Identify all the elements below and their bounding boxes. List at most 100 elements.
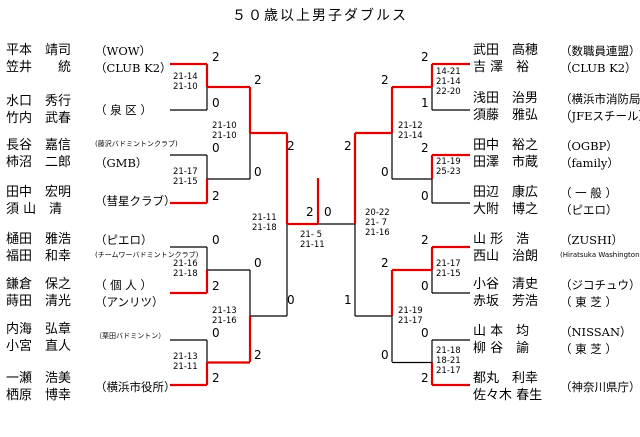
- player-name: 田澤 市蔵: [473, 155, 539, 170]
- match-points: 0: [421, 326, 429, 340]
- match-points: 2: [254, 73, 262, 87]
- game-score: 21-13: [212, 306, 237, 316]
- club-name: （NISSAN）: [560, 325, 632, 339]
- player-name: 須藤 雅弘: [473, 108, 539, 123]
- player-name: 樋田 雅浩: [6, 232, 72, 247]
- club-name: （JFEスチール）: [560, 109, 640, 123]
- game-score: 21-18: [436, 346, 461, 356]
- player-name: 蒔田 清光: [6, 294, 72, 309]
- game-score: 21-11: [173, 362, 198, 372]
- game-score: 21-13: [173, 352, 198, 362]
- player-name: 水口 秀行: [6, 94, 72, 109]
- player-name: 浅田 治男: [473, 91, 539, 106]
- game-score: 21-14: [436, 77, 461, 87]
- game-score: 22-20: [436, 87, 461, 97]
- player-name: 山 形 浩: [473, 232, 530, 247]
- match-points: 0: [381, 165, 389, 179]
- club-name: (藤沢バドミントンクラブ): [95, 140, 178, 148]
- match-points: 2: [254, 348, 262, 362]
- player-name: 内海 弘章: [6, 322, 72, 337]
- club-name: （ 泉 区 ）: [95, 103, 152, 117]
- match-points: 0: [212, 326, 220, 340]
- match-points: 0: [254, 165, 262, 179]
- game-score: 21-14: [398, 131, 423, 141]
- player-name: 佐々木 春生: [473, 388, 543, 403]
- club-name: （彗星クラブ）: [95, 194, 176, 208]
- match-points: 2: [381, 73, 389, 87]
- match-points: 0: [324, 205, 332, 219]
- club-name: （GMB）: [95, 156, 148, 170]
- club-name: （CLUB K2）: [95, 61, 172, 75]
- game-score: 21-10: [173, 82, 198, 92]
- player-name: 一瀬 浩美: [6, 371, 72, 386]
- game-score: 21-17: [398, 316, 423, 326]
- game-score: 21-17: [173, 167, 198, 177]
- game-score: 21-12: [398, 121, 423, 131]
- match-points: 2: [344, 139, 352, 153]
- club-name: （アンリツ）: [95, 295, 164, 309]
- club-name: （ピエロ）: [560, 203, 618, 217]
- club-name: （横浜市消防局）: [560, 92, 640, 106]
- match-points: 0: [212, 141, 220, 155]
- player-name: 長谷 嘉信: [6, 138, 72, 153]
- player-name: 田中 宏明: [6, 185, 72, 200]
- player-name: 鎌倉 保之: [6, 277, 72, 292]
- game-score: 21- 7: [365, 218, 387, 228]
- page-title: ５０歳以上男子ダブルス: [232, 8, 408, 24]
- game-score: 14-21: [436, 67, 461, 77]
- game-score: 21-15: [173, 177, 198, 187]
- player-name: 田辺 康広: [473, 185, 539, 200]
- game-score: 21-18: [252, 223, 277, 233]
- game-score: 21-16: [212, 316, 237, 326]
- match-points: 2: [421, 233, 429, 247]
- game-score: 21-17: [436, 366, 461, 376]
- club-name: （CLUB K2）: [560, 61, 637, 75]
- club-name: （WOW）: [95, 44, 152, 58]
- game-score: 21-10: [212, 131, 237, 141]
- match-points: 2: [306, 205, 314, 219]
- game-score: 20-22: [365, 208, 390, 218]
- club-name: （OGBP）: [560, 139, 618, 153]
- game-score: 21-14: [173, 72, 198, 82]
- match-points: 2: [287, 139, 295, 153]
- club-name: （神奈川県庁）: [560, 380, 640, 394]
- club-name: （ 東 芝 ）: [560, 295, 617, 309]
- game-score: 21-10: [212, 121, 237, 131]
- game-score: 21-11: [300, 240, 325, 250]
- match-points: 2: [381, 256, 389, 270]
- player-name: 都丸 利幸: [473, 371, 539, 386]
- club-name: (Hiratsuka Washington): [560, 251, 640, 259]
- club-name: （family）: [560, 156, 619, 170]
- player-name: 福田 和幸: [6, 249, 72, 264]
- club-name: （ 東 芝 ）: [560, 342, 617, 356]
- match-points: 0: [212, 96, 220, 110]
- club-name: （ZUSHI）: [560, 233, 624, 247]
- game-score: 21-17: [436, 259, 461, 269]
- match-points: 2: [212, 371, 220, 385]
- player-name: 笠井 統: [6, 60, 72, 75]
- game-score: 21- 5: [300, 230, 322, 240]
- player-name: 田中 裕之: [473, 138, 539, 153]
- match-points: 2: [212, 50, 220, 64]
- player-name: 柿沼 二郎: [6, 155, 72, 170]
- player-name: 柳 谷 諭: [473, 341, 530, 356]
- match-points: 0: [254, 256, 262, 270]
- player-name: 小谷 清史: [473, 277, 539, 292]
- player-name: 赤坂 芳浩: [473, 294, 539, 309]
- club-name: （横浜市役所）: [95, 380, 176, 394]
- player-name: 小宮 直人: [6, 339, 72, 354]
- match-points: 0: [287, 293, 295, 307]
- match-points: 2: [212, 189, 220, 203]
- match-points: 2: [421, 50, 429, 64]
